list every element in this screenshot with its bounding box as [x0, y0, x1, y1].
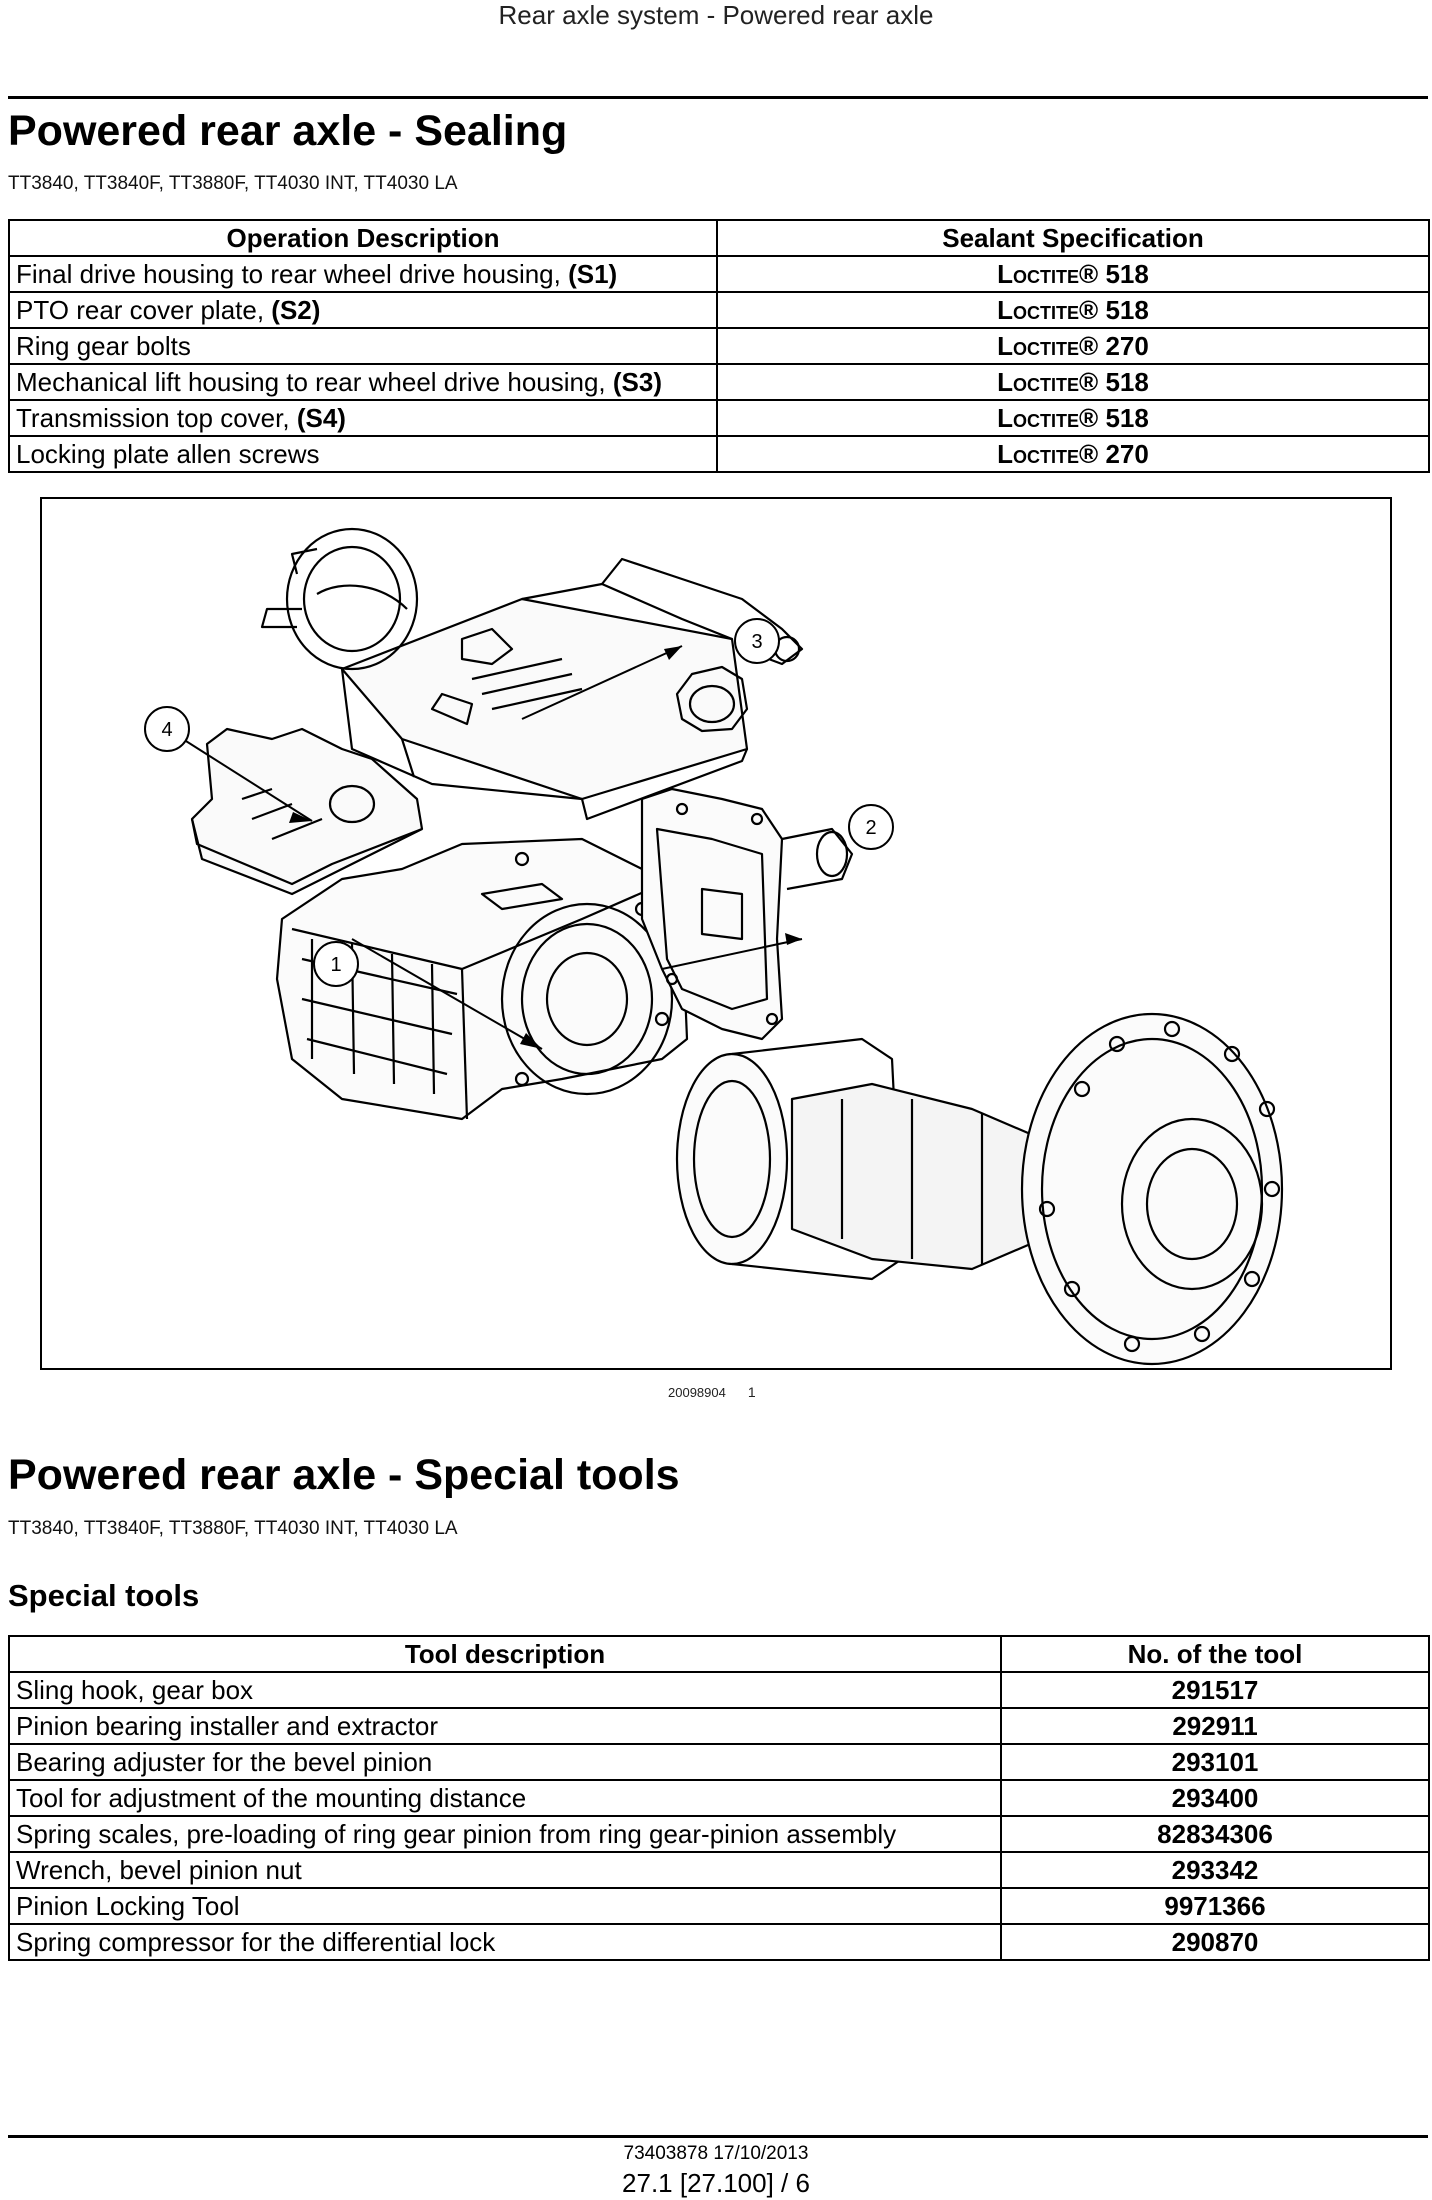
callout-leaders [166, 645, 803, 1050]
table-row: Final drive housing to rear wheel drive … [8, 255, 1430, 293]
pto-cover-drawing [640, 787, 854, 1041]
tool-number-cell: 82834306 [1000, 1815, 1430, 1853]
seal-code: (S3) [612, 366, 663, 397]
sealant-table: Operation Description Sealant Specificat… [8, 219, 1430, 473]
tool-number-cell: 293342 [1000, 1851, 1430, 1889]
sealing-title: Powered rear axle - Sealing [8, 107, 568, 155]
tool-description-cell: Bearing adjuster for the bevel pinion [8, 1743, 1002, 1781]
sealant-cell: Loctite® 518 [716, 291, 1430, 329]
table-row: Mechanical lift housing to rear wheel dr… [8, 363, 1430, 401]
table-row: Spring compressor for the differential l… [8, 1923, 1430, 1961]
tool-description-cell: Spring scales, pre-loading of ring gear … [8, 1815, 1002, 1853]
tool-description-cell: Pinion Locking Tool [8, 1887, 1002, 1925]
column-header-sealant: Sealant Specification [716, 219, 1430, 257]
axle-housing-drawing [675, 1012, 1284, 1366]
table-row: Ring gear bolts Loctite® 270 [8, 327, 1430, 365]
running-header: Rear axle system - Powered rear axle [498, 0, 934, 30]
sealant-cell: Loctite® 270 [716, 435, 1430, 473]
special-tools-models: TT3840, TT3840F, TT3880F, TT4030 INT, TT… [8, 1518, 458, 1539]
tool-description-cell: Tool for adjustment of the mounting dist… [8, 1779, 1002, 1817]
sealant-cell: Loctite® 518 [716, 363, 1430, 401]
tool-number-cell: 9971366 [1000, 1887, 1430, 1925]
operation-cell: PTO rear cover plate, (S2) [8, 291, 718, 329]
callout-3: 3 [734, 618, 780, 664]
seal-code: (S2) [271, 294, 321, 325]
figure-caption: 20098904 1 [668, 1384, 756, 1400]
tool-description-cell: Wrench, bevel pinion nut [8, 1851, 1002, 1889]
tool-number-cell: 291517 [1000, 1671, 1430, 1709]
special-tools-title: Powered rear axle - Special tools [8, 1451, 680, 1499]
sealant-cell: Loctite® 518 [716, 399, 1430, 437]
sealant-table-header: Operation Description Sealant Specificat… [8, 219, 1430, 257]
header-rule [8, 96, 1428, 99]
exploded-diagram: 1 2 3 4 [40, 497, 1392, 1370]
tool-number-cell: 293400 [1000, 1779, 1430, 1817]
tool-description-cell: Pinion bearing installer and extractor [8, 1707, 1002, 1745]
table-row: Spring scales, pre-loading of ring gear … [8, 1815, 1430, 1853]
operation-cell: Final drive housing to rear wheel drive … [8, 255, 718, 293]
svg-text:1: 1 [330, 954, 341, 976]
sealant-cell: Loctite® 270 [716, 327, 1430, 365]
operation-cell: Ring gear bolts [8, 327, 718, 365]
column-header-tool-description: Tool description [8, 1635, 1002, 1673]
axle-assembly-drawing: 1 2 3 4 [144, 527, 1284, 1366]
figure-image-id: 20098904 [668, 1385, 726, 1400]
svg-text:3: 3 [751, 631, 762, 653]
table-row: Tool for adjustment of the mounting dist… [8, 1779, 1430, 1817]
footer-document-id: 73403878 17/10/2013 [623, 2143, 809, 2164]
footer-rule [8, 2135, 1428, 2138]
footer-page-number: 27.1 [27.100] / 6 [622, 2168, 810, 2198]
top-cover-drawing [190, 727, 424, 896]
callout-2: 2 [848, 804, 894, 850]
special-tools-subtitle: Special tools [8, 1578, 200, 1613]
seal-code: (S1) [568, 258, 618, 289]
operation-cell: Locking plate allen screws [8, 435, 718, 473]
tool-number-cell: 292911 [1000, 1707, 1430, 1745]
sealing-models: TT3840, TT3840F, TT3880F, TT4030 INT, TT… [8, 173, 458, 194]
figure-number: 1 [747, 1384, 756, 1400]
tool-number-cell: 290870 [1000, 1923, 1430, 1961]
callout-4: 4 [144, 706, 190, 752]
tool-number-cell: 293101 [1000, 1743, 1430, 1781]
operation-cell: Transmission top cover, (S4) [8, 399, 718, 437]
tool-description-cell: Spring compressor for the differential l… [8, 1923, 1002, 1961]
sealant-cell: Loctite® 518 [716, 255, 1430, 293]
svg-text:2: 2 [865, 817, 876, 839]
special-tools-table: Tool description No. of the tool Sling h… [8, 1635, 1430, 1961]
special-tools-table-header: Tool description No. of the tool [8, 1635, 1430, 1673]
column-header-operation: Operation Description [8, 219, 718, 257]
seal-code: (S4) [296, 402, 346, 433]
operation-cell: Mechanical lift housing to rear wheel dr… [8, 363, 718, 401]
table-row: Locking plate allen screws Loctite® 270 [8, 435, 1430, 473]
transmission-housing-drawing [275, 837, 689, 1121]
callout-1: 1 [313, 941, 359, 987]
tool-description-cell: Sling hook, gear box [8, 1671, 1002, 1709]
column-header-tool-number: No. of the tool [1000, 1635, 1430, 1673]
table-row: PTO rear cover plate, (S2) Loctite® 518 [8, 291, 1430, 329]
svg-text:4: 4 [161, 719, 172, 741]
table-row: Transmission top cover, (S4) Loctite® 51… [8, 399, 1430, 437]
